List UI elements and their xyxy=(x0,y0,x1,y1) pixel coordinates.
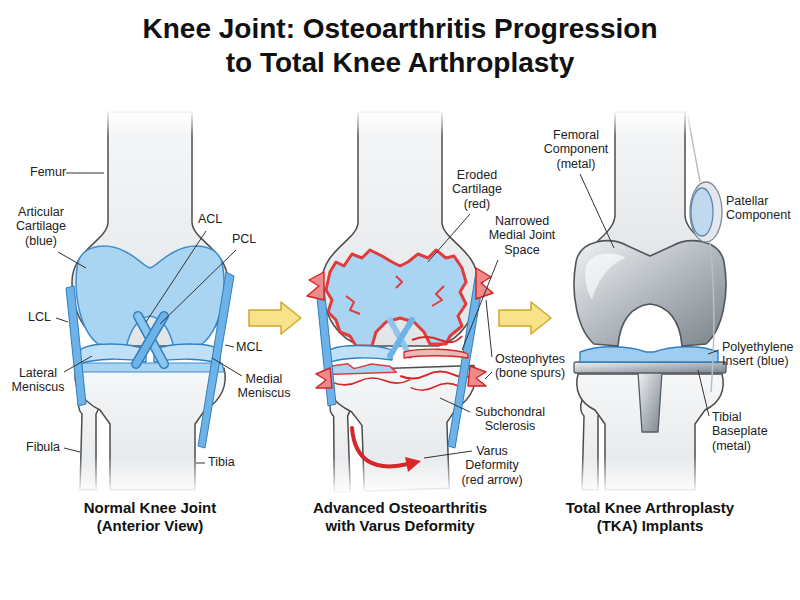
part-label: Lateral Meniscus xyxy=(6,366,70,395)
part-label: Tibial Baseplate (metal) xyxy=(712,410,774,453)
arthritic-femur xyxy=(322,112,478,346)
erosion-mark xyxy=(346,296,360,314)
patellar-component xyxy=(691,188,713,236)
panel-caption: Total Knee Arthroplasty (TKA) Implants xyxy=(559,499,741,537)
osteophyte xyxy=(468,366,486,386)
bottom-fade xyxy=(0,456,800,494)
lcl-ligament xyxy=(316,286,336,406)
leader-line xyxy=(708,350,719,354)
leader-line xyxy=(424,451,472,458)
leader-line xyxy=(212,358,242,376)
component-highlight xyxy=(585,253,626,300)
pcl-ligament xyxy=(136,316,164,364)
part-label: Femoral Component (metal) xyxy=(540,128,612,171)
stage-panel: Normal Knee Joint (Anterior View) xyxy=(55,120,245,540)
leader-line xyxy=(580,174,614,248)
erosion-mark xyxy=(432,286,444,306)
femoral-component xyxy=(574,241,726,346)
varus-arrow xyxy=(352,428,421,472)
normal-knee xyxy=(66,112,234,490)
sclerosis-line xyxy=(411,383,459,391)
erosion-mark xyxy=(396,276,402,288)
leader-line xyxy=(485,372,492,379)
polyethylene-insert xyxy=(580,347,718,362)
part-label: Polyethylene Insert (blue) xyxy=(722,340,798,369)
leader-lines xyxy=(56,173,719,463)
leader-line xyxy=(58,252,86,268)
leader-line xyxy=(428,214,470,262)
eroded-tibial-cartilage xyxy=(326,362,396,374)
leader-line xyxy=(698,370,709,416)
part-label: PCL xyxy=(232,232,262,246)
leader-line xyxy=(196,463,205,464)
tibial-cartilage xyxy=(76,363,224,372)
sclerosis-line xyxy=(332,377,410,386)
pcl-ligament xyxy=(136,316,164,364)
leader-line xyxy=(56,318,68,322)
part-label: Varus Deformity (red arrow) xyxy=(458,444,526,487)
diagram-title: Knee Joint: Osteoarthritis Progression t… xyxy=(132,12,668,79)
patellar-tendon xyxy=(710,242,714,392)
leader-line xyxy=(66,173,104,174)
lcl-ligament xyxy=(66,286,86,406)
leader-line xyxy=(160,250,236,324)
tibial-stem xyxy=(638,372,662,432)
leader-line xyxy=(440,398,470,412)
patella-bone xyxy=(690,182,722,242)
lateral-meniscus xyxy=(330,346,392,363)
panel-caption: Normal Knee Joint (Anterior View) xyxy=(59,499,241,537)
panel-caption: Advanced Osteoarthritis with Varus Defor… xyxy=(309,499,491,537)
leader-line xyxy=(64,448,80,452)
part-label: MCL xyxy=(236,340,268,354)
leader-line xyxy=(486,300,492,357)
part-label: Eroded Cartilage (red) xyxy=(446,168,508,211)
part-label: LCL xyxy=(28,310,58,324)
part-label: Osteophytes (bone spurs) xyxy=(490,352,570,381)
top-fade xyxy=(0,110,800,136)
varus-arrow-shaft xyxy=(352,428,408,466)
stage-panel: Advanced Osteoarthritis with Varus Defor… xyxy=(305,120,495,540)
part-label: Articular Cartilage (blue) xyxy=(8,205,74,248)
part-label: Subchondral Sclerosis xyxy=(470,405,550,434)
osteophyte xyxy=(307,272,324,300)
part-label: ACL xyxy=(198,212,228,226)
worn-medial-meniscus xyxy=(404,349,468,358)
tibial-baseplate xyxy=(574,362,726,373)
varus-arrow-head xyxy=(405,457,421,472)
worn-menisci xyxy=(316,272,484,448)
femur-bone xyxy=(322,112,478,346)
progression-arrow xyxy=(249,302,301,334)
leader-line xyxy=(64,356,92,372)
part-label: Femur xyxy=(30,165,70,179)
part-label: Narrowed Medial Joint Space xyxy=(486,214,558,257)
part-label: Fibula xyxy=(26,440,66,454)
tka-knee xyxy=(574,112,726,490)
progression-arrow xyxy=(499,302,551,334)
leader-line xyxy=(462,260,498,350)
part-label: Patellar Component xyxy=(726,194,794,223)
part-label: Medial Meniscus xyxy=(232,372,296,401)
part-label: Tibia xyxy=(208,455,244,469)
leader-line xyxy=(225,345,234,347)
femoral-sclerosis xyxy=(412,336,462,342)
stage-panel: Total Knee Arthroplasty (TKA) Implants xyxy=(555,120,745,540)
osteophyte xyxy=(316,368,332,388)
